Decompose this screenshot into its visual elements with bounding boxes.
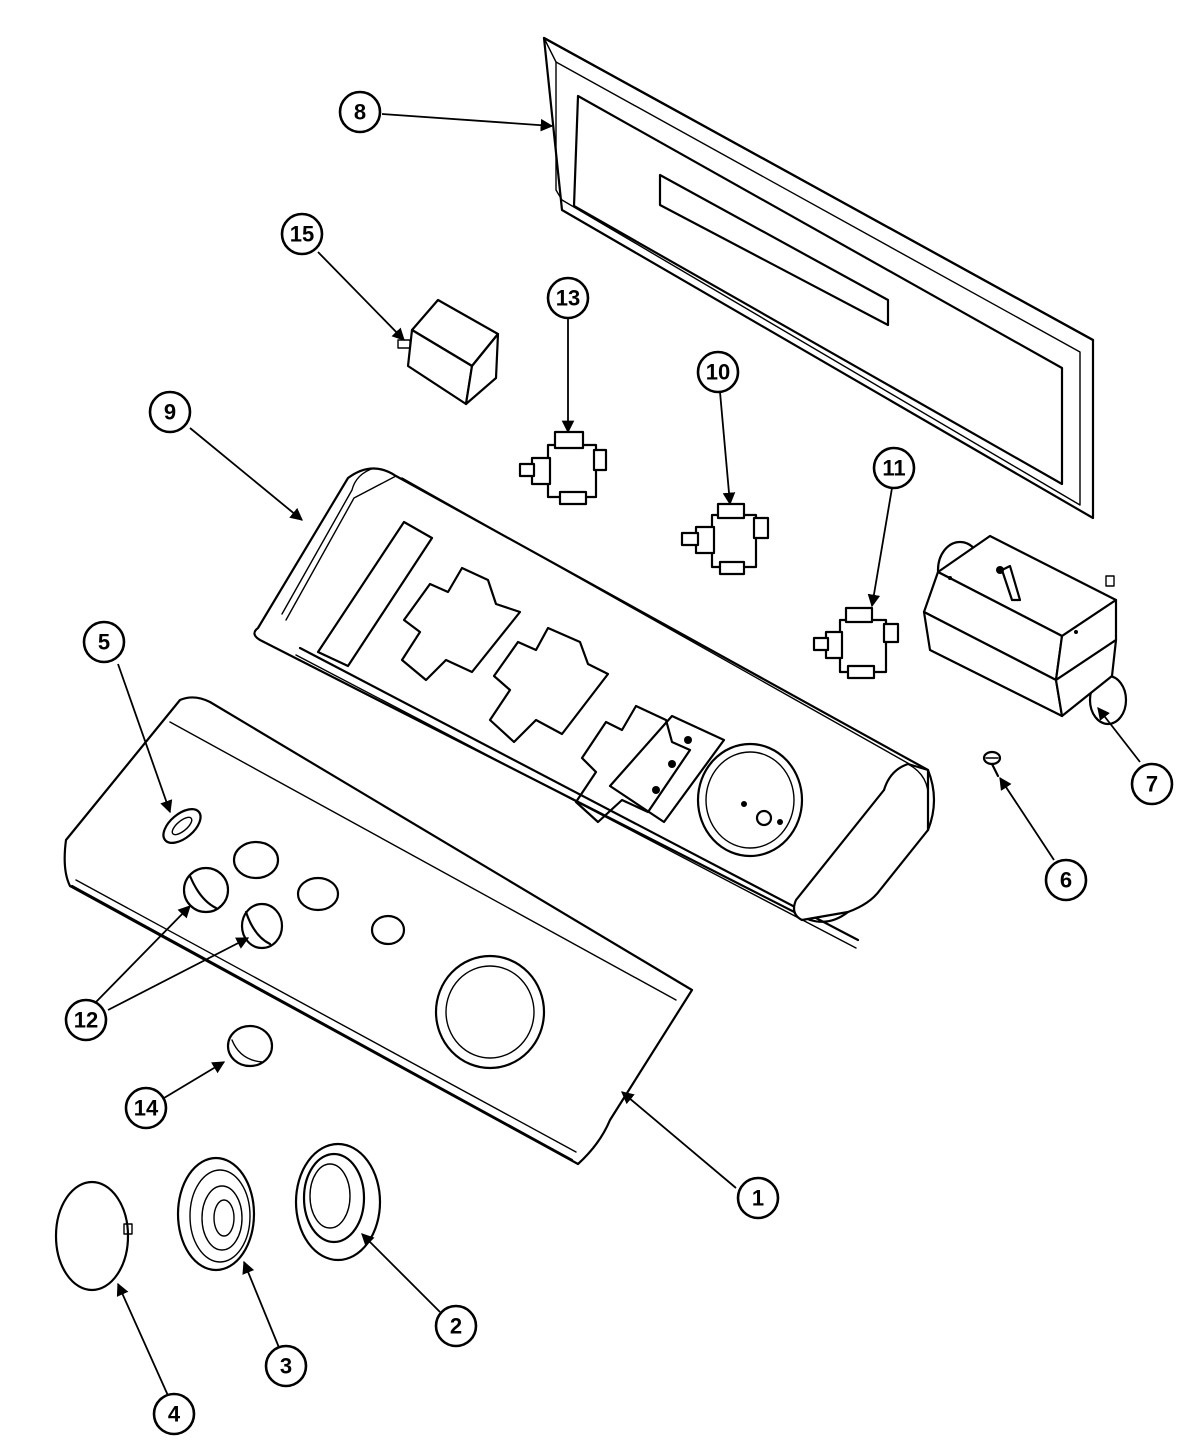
callout-14-label: 14 (134, 1096, 159, 1121)
callout-15-label: 15 (290, 222, 314, 247)
callout-13: 13 (546, 276, 590, 320)
callout-4: 4 (152, 1392, 196, 1436)
leader-3 (242, 1260, 281, 1351)
callout-15: 15 (280, 212, 324, 256)
callout-4-label: 4 (168, 1402, 181, 1427)
callout-3: 3 (264, 1344, 308, 1388)
callout-1-label: 1 (752, 1186, 764, 1211)
callout-10-label: 10 (706, 360, 730, 385)
leader-1 (621, 1091, 737, 1189)
selector-switch-b-part (680, 502, 770, 576)
button-cap-part (226, 1024, 274, 1068)
leader-11 (867, 487, 893, 608)
callout-12-label: 12 (74, 1008, 98, 1033)
callout-2-label: 2 (450, 1314, 462, 1339)
callout-8-label: 8 (354, 100, 366, 125)
leader-lines (95, 113, 1141, 1401)
leader-12b (107, 937, 250, 1011)
leader-8 (381, 113, 554, 132)
leader-6 (999, 776, 1055, 861)
leader-7 (1097, 707, 1141, 763)
callout-10: 10 (696, 350, 740, 394)
leader-2 (361, 1233, 441, 1313)
callout-6: 6 (1044, 858, 1088, 902)
console-housing-part (253, 467, 936, 949)
callout-11-label: 11 (882, 456, 905, 481)
callout-1: 1 (736, 1176, 780, 1220)
relay-box-part (397, 298, 500, 406)
callout-3-label: 3 (280, 1354, 292, 1379)
callout-12: 12 (64, 998, 108, 1042)
callout-6-label: 6 (1060, 868, 1072, 893)
callout-2: 2 (434, 1304, 478, 1348)
leader-14 (163, 1061, 226, 1099)
control-panel-part (63, 696, 694, 1166)
callout-5-label: 5 (98, 630, 110, 655)
screw-part (982, 750, 1002, 778)
callout-9-label: 9 (164, 400, 176, 425)
callout-7-label: 7 (1146, 772, 1158, 797)
knob-skirt-part (294, 1142, 382, 1262)
leader-5 (117, 663, 173, 814)
callout-14: 14 (124, 1086, 168, 1130)
callouts: 8 15 13 10 11 9 5 7 (64, 90, 1174, 1436)
callout-7: 7 (1130, 762, 1174, 806)
rear-panel-part (542, 36, 1095, 520)
callout-8: 8 (338, 90, 382, 134)
callout-9: 9 (148, 390, 192, 434)
leader-12a (95, 905, 191, 1003)
callout-5: 5 (82, 620, 126, 664)
selector-switch-c-part (812, 606, 900, 680)
leader-15 (317, 251, 405, 341)
knob-dial-part (176, 1156, 256, 1272)
callout-13-label: 13 (556, 286, 580, 311)
leader-9 (189, 427, 303, 521)
callout-11: 11 (872, 446, 916, 490)
selector-switch-a-part (518, 430, 608, 506)
leader-10 (719, 391, 736, 506)
timer-part (922, 534, 1128, 726)
leader-4 (116, 1282, 171, 1401)
knob-cap-part (54, 1180, 133, 1292)
